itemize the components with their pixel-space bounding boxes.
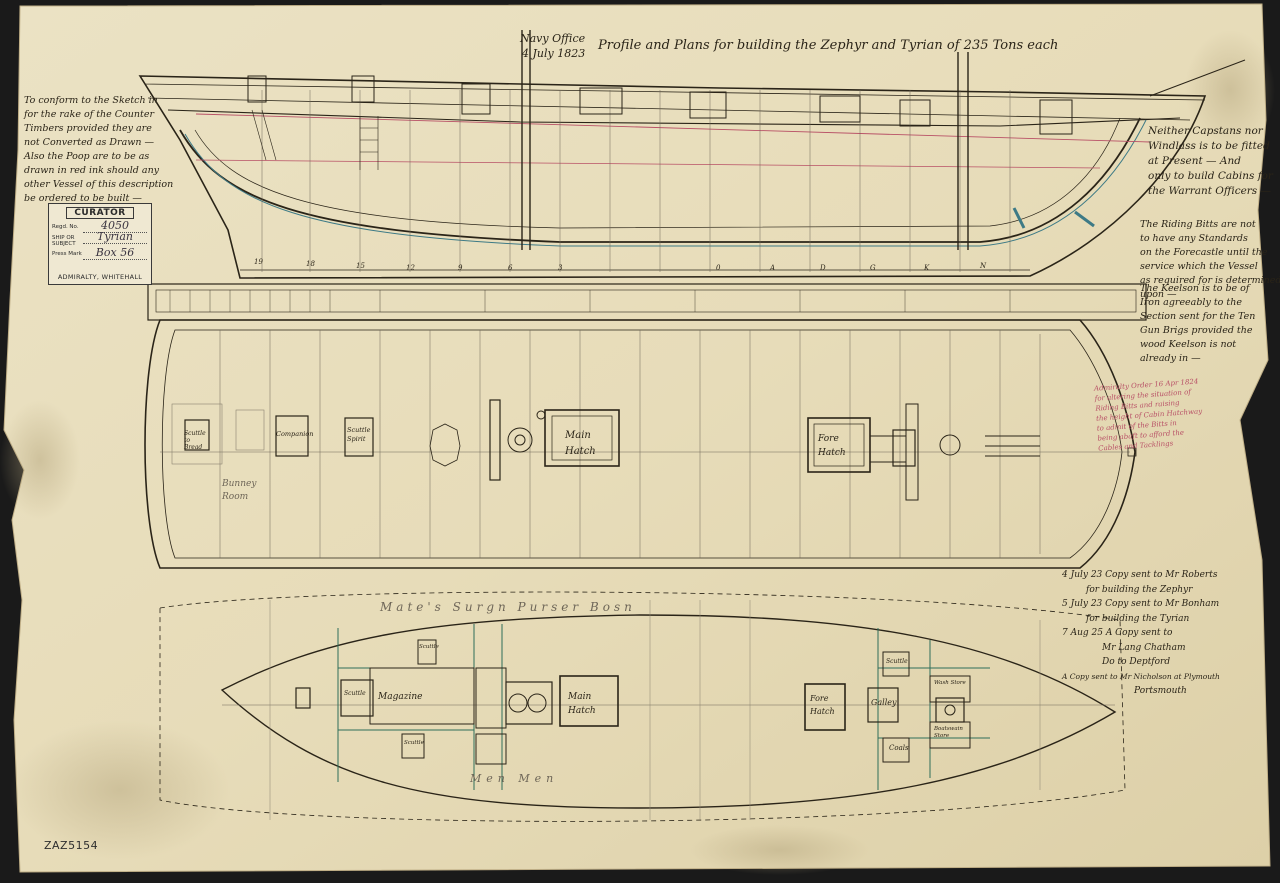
scuttle-label: Scuttle <box>886 658 908 665</box>
note-line: the Warrant Officers — <box>1148 185 1272 197</box>
copy-notes: 4 July 23 Copy sent to Mr Roberts for bu… <box>1062 568 1220 699</box>
note-line: as required for is determined <box>1140 275 1280 286</box>
note-line: wood Keelson is not <box>1140 339 1237 350</box>
scuttle-label: Scuttle <box>344 690 366 697</box>
lower-main-hatch-label: Main Hatch <box>568 692 596 716</box>
date-line: 4 July 1823 <box>522 47 586 60</box>
note-line: at Present — And <box>1148 155 1241 167</box>
note-line: To conform to the Sketch in <box>24 95 158 106</box>
note-line: 4 July 23 Copy sent to Mr Roberts <box>1062 570 1218 580</box>
note-line: only to build Cabins for <box>1148 170 1273 182</box>
profile-outer-hull <box>138 75 1207 279</box>
note-line: Portsmouth <box>1134 686 1187 696</box>
companion-label: Companion <box>276 430 314 438</box>
curator-title: CURATOR <box>66 207 134 219</box>
pencil-room-label: Bunney Room <box>222 479 257 502</box>
note-line: Do to Deptford <box>1102 657 1171 667</box>
note-line: Neither Capstans nor <box>1148 125 1263 137</box>
curator-row-value: Tyrian <box>83 230 147 244</box>
note-line: already in — <box>1140 353 1201 364</box>
note-line: other Vessel of this description <box>24 179 174 190</box>
right-note-riding-bitts: The Riding Bitts are not to have any Sta… <box>1140 218 1280 302</box>
curator-label: CURATOR Regd. No. 4050 SHIP OR SUBJECT T… <box>48 203 152 285</box>
note-line: Gun Brigs provided the <box>1140 325 1253 336</box>
note-line: 7 Aug 25 A Copy sent to <box>1062 628 1173 638</box>
station-number: 0 <box>716 264 721 272</box>
note-line: Mr Lang Chatham <box>1102 642 1186 653</box>
note-line: Windlass is to be fitted <box>1148 140 1270 152</box>
station-number: 15 <box>356 262 365 270</box>
curator-row-value: Box 56 <box>83 246 147 260</box>
lower-fore-hatch-label: Fore Hatch <box>810 694 835 716</box>
station-number: 6 <box>508 264 513 272</box>
station-number: K <box>924 264 930 272</box>
scuttle-label: Scuttle <box>419 644 439 650</box>
plan-title: Profile and Plans for building the Zephy… <box>598 38 1059 53</box>
note-line: for building the Zephyr <box>1086 584 1193 595</box>
note-line: A Copy sent to Mr Nicholson at Plymouth <box>1062 671 1220 681</box>
station-number: 19 <box>254 258 263 266</box>
station-number: D <box>820 264 826 272</box>
curator-row-value: 4050 <box>83 219 147 233</box>
right-note-keelson: The Keelson is to be of Iron agreeably t… <box>1140 282 1255 366</box>
station-number: 3 <box>558 264 563 272</box>
navy-office-line: Navy Office <box>520 32 586 45</box>
upper-deck-outline <box>144 319 1136 569</box>
station-number: N <box>980 262 987 270</box>
scuttle-spirit-label: Scuttle Spirit <box>347 426 371 443</box>
upper-deck-plan <box>144 319 1137 569</box>
pencil-note-admiralty: Admiralty Order 16 Apr 1824 for altering… <box>1094 376 1205 453</box>
curator-row-label: SHIP OR SUBJECT <box>52 235 76 247</box>
note-line: for building the Tyrian <box>1086 613 1190 624</box>
curator-row: SHIP OR SUBJECT Tyrian <box>49 230 151 248</box>
note-line: be ordered to be built — <box>24 193 142 204</box>
note-line: service which the Vessel <box>1140 261 1258 272</box>
note-line: Section sent for the Ten <box>1140 311 1256 322</box>
scuttle-label: Scuttle <box>404 740 424 746</box>
note-line: Timbers provided they are <box>24 123 152 134</box>
note-line: Iron agreeably to the <box>1140 297 1242 308</box>
note-line: for the rake of the Counter <box>24 109 155 120</box>
lower-deck-outline <box>220 614 1117 809</box>
lower-pencil-bottom: Men Men <box>470 772 559 785</box>
left-note: To conform to the Sketch in for the rake… <box>24 94 173 206</box>
curator-row: Regd. No. 4050 <box>49 219 151 233</box>
galley-label: Galley <box>871 698 897 707</box>
note-line: Also the Poop are to be as <box>24 151 150 162</box>
station-number: A <box>770 264 776 272</box>
scuttle-bread-label: Scuttle to Bread <box>184 430 206 451</box>
right-note-capstans: Neither Capstans nor Windlass is to be f… <box>1148 124 1273 199</box>
note-line: The Riding Bitts are not <box>1140 219 1256 230</box>
profile-view <box>138 30 1246 279</box>
curator-footer: ADMIRALTY, WHITEHALL <box>57 273 143 281</box>
curator-row: Press Mark Box 56 <box>49 246 151 260</box>
curator-row-label: Regd. No. <box>52 224 79 230</box>
paper <box>3 3 1271 873</box>
station-number: 12 <box>406 264 415 272</box>
station-number: 9 <box>458 264 463 272</box>
note-line: The Keelson is to be of <box>1140 283 1250 294</box>
lower-deck-plan <box>159 591 1126 822</box>
note-line: upon — <box>1140 289 1177 300</box>
note-line: drawn in red ink should any <box>24 165 160 176</box>
lower-deck-outline-dashed <box>159 591 1126 822</box>
fore-hatch-label: Fore Hatch <box>818 434 846 458</box>
wash-store-label: Wash Store <box>934 680 966 686</box>
curator-row-label: Press Mark <box>52 251 82 257</box>
note-line: on the Forecastle until the <box>1140 247 1268 258</box>
station-number: G <box>870 264 876 272</box>
lower-pencil-top: Mate's Surgn Purser Bosn <box>380 600 636 614</box>
boatswain-store-label: Boatswain Store <box>934 726 963 739</box>
archive-reference: ZAZ5154 <box>44 839 99 852</box>
note-line: not Converted as Drawn — <box>24 137 155 148</box>
coals-label: Coals <box>889 744 909 752</box>
magazine-label: Magazine <box>378 692 423 702</box>
main-hatch-label: Main Hatch <box>565 430 596 457</box>
note-line: 5 July 23 Copy sent to Mr Bonham <box>1062 599 1220 609</box>
note-line: to have any Standards <box>1140 233 1248 244</box>
station-number: 18 <box>306 260 315 268</box>
